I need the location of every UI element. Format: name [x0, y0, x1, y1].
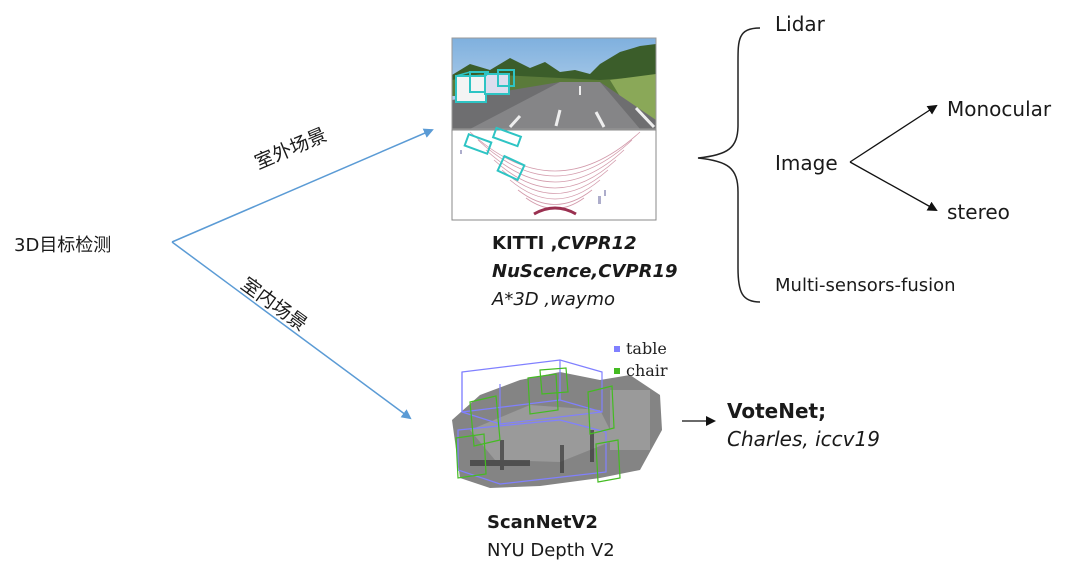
- lidar-method-label: Lidar: [775, 12, 825, 36]
- legend-table-label: table: [626, 339, 667, 358]
- indoor-branch-arrow: [171, 241, 412, 420]
- astar-waymo-dataset-label: A*3D ,waymo: [492, 289, 616, 310]
- methods-curly-brace: [697, 27, 761, 303]
- votenet-reference-label: Charles, iccv19: [727, 427, 880, 451]
- scannet-dataset-label: ScanNetV2: [487, 512, 598, 533]
- fusion-method-label: Multi-sensors-fusion: [775, 275, 956, 296]
- outdoor-branch-arrow: [171, 128, 434, 243]
- kitti-dataset-label: KITTI ,CVPR12: [492, 233, 637, 254]
- image-method-label: Image: [775, 151, 838, 175]
- monocular-arrow: [849, 104, 938, 163]
- votenet-method-label: VoteNet;: [727, 399, 827, 423]
- legend-table-swatch: [614, 346, 620, 352]
- stereo-arrow: [849, 161, 938, 211]
- kitti-venue: CVPR12: [557, 233, 637, 254]
- nuscenes-dataset-label: NuScence,CVPR19: [492, 261, 678, 282]
- legend-chair-label: chair: [626, 361, 668, 380]
- legend-chair-swatch: [614, 368, 620, 374]
- monocular-method-label: Monocular: [947, 97, 1052, 121]
- root-label: 3D目标检测: [14, 235, 112, 256]
- stereo-method-label: stereo: [947, 200, 1010, 224]
- nyu-dataset-label: NYU Depth V2: [487, 540, 615, 561]
- kitti-name: KITTI ,: [492, 233, 558, 254]
